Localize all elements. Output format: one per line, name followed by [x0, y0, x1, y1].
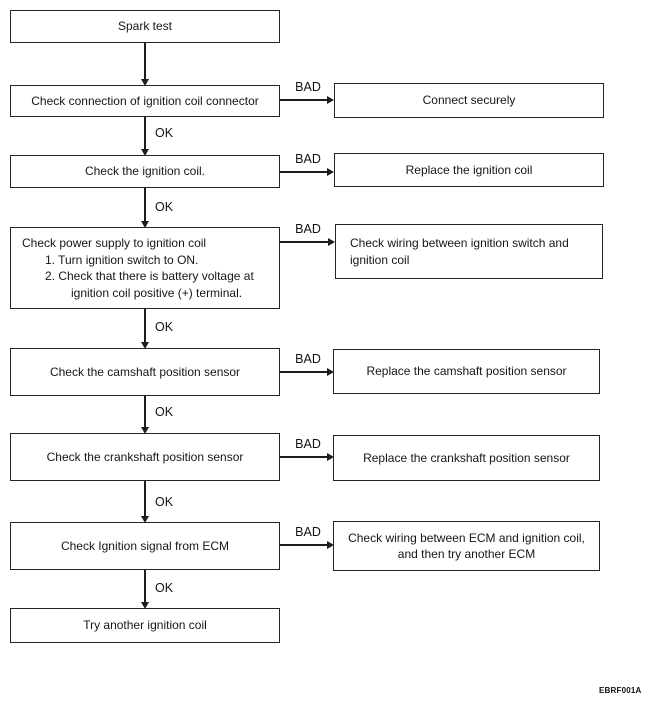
bad-label-1: BAD — [295, 80, 321, 94]
arrow-down-power-to-camshaft — [144, 309, 146, 342]
arrow-right-bad-connector — [280, 99, 327, 101]
wiring-ecm-line-2: and then try another ECM — [397, 547, 536, 561]
node-check-power-supply: Check power supply to ignition coil 1. T… — [10, 227, 280, 309]
ok-label-3: OK — [155, 320, 174, 334]
ok-label-6: OK — [155, 581, 174, 595]
node-try-another-coil: Try another ignition coil — [10, 608, 280, 643]
ok-label-1: OK — [155, 126, 174, 140]
power-step-1: 1. Turn ignition switch to ON. — [45, 252, 199, 267]
node-check-connector: Check connection of ignition coil connec… — [10, 85, 280, 117]
arrow-right-bad-power — [280, 241, 328, 243]
node-connect-securely: Connect securely — [334, 83, 604, 118]
node-check-wiring-ignition-switch: Check wiring between ignition switch and… — [335, 224, 603, 279]
wiring-switch-line-1: Check wiring between ignition switch and — [350, 236, 569, 250]
node-replace-crankshaft-sensor: Replace the crankshaft position sensor — [333, 435, 600, 481]
figure-code: EBRF001A — [599, 686, 642, 695]
wiring-ecm-line-1: Check wiring between ECM and ignition co… — [348, 530, 585, 545]
bad-label-5: BAD — [295, 437, 321, 451]
power-step-2-continued: ignition coil positive (+) terminal. — [71, 285, 243, 300]
arrow-right-bad-coil — [280, 171, 327, 173]
arrow-down-ecm-to-try-coil — [144, 570, 146, 602]
ok-label-4: OK — [155, 405, 174, 419]
arrow-down-spark-to-connector — [144, 43, 146, 79]
arrow-down-camshaft-to-crankshaft — [144, 396, 146, 427]
node-check-ecm-signal: Check Ignition signal from ECM — [10, 522, 280, 570]
bad-label-4: BAD — [295, 352, 321, 366]
arrow-down-connector-to-coil — [144, 117, 146, 149]
node-replace-camshaft-sensor: Replace the camshaft position sensor — [333, 349, 600, 394]
bad-label-6: BAD — [295, 525, 321, 539]
arrow-down-crankshaft-to-ecm — [144, 481, 146, 516]
bad-label-2: BAD — [295, 152, 321, 166]
node-spark-test: Spark test — [10, 10, 280, 43]
wiring-switch-line-2: ignition coil — [350, 252, 410, 267]
power-step-2: 2. Check that there is battery voltage a… — [45, 269, 254, 283]
arrow-right-bad-ecm — [280, 544, 327, 546]
node-check-coil: Check the ignition coil. — [10, 155, 280, 188]
node-check-crankshaft-sensor: Check the crankshaft position sensor — [10, 433, 280, 481]
ok-label-2: OK — [155, 200, 174, 214]
node-check-camshaft-sensor: Check the camshaft position sensor — [10, 348, 280, 396]
power-title: Check power supply to ignition coil — [22, 236, 207, 250]
node-replace-coil: Replace the ignition coil — [334, 153, 604, 187]
bad-label-3: BAD — [295, 222, 321, 236]
node-check-wiring-ecm: Check wiring between ECM and ignition co… — [333, 521, 600, 571]
arrow-down-coil-to-power — [144, 188, 146, 221]
arrow-right-bad-camshaft — [280, 371, 327, 373]
ok-label-5: OK — [155, 495, 174, 509]
arrow-right-bad-crankshaft — [280, 456, 327, 458]
